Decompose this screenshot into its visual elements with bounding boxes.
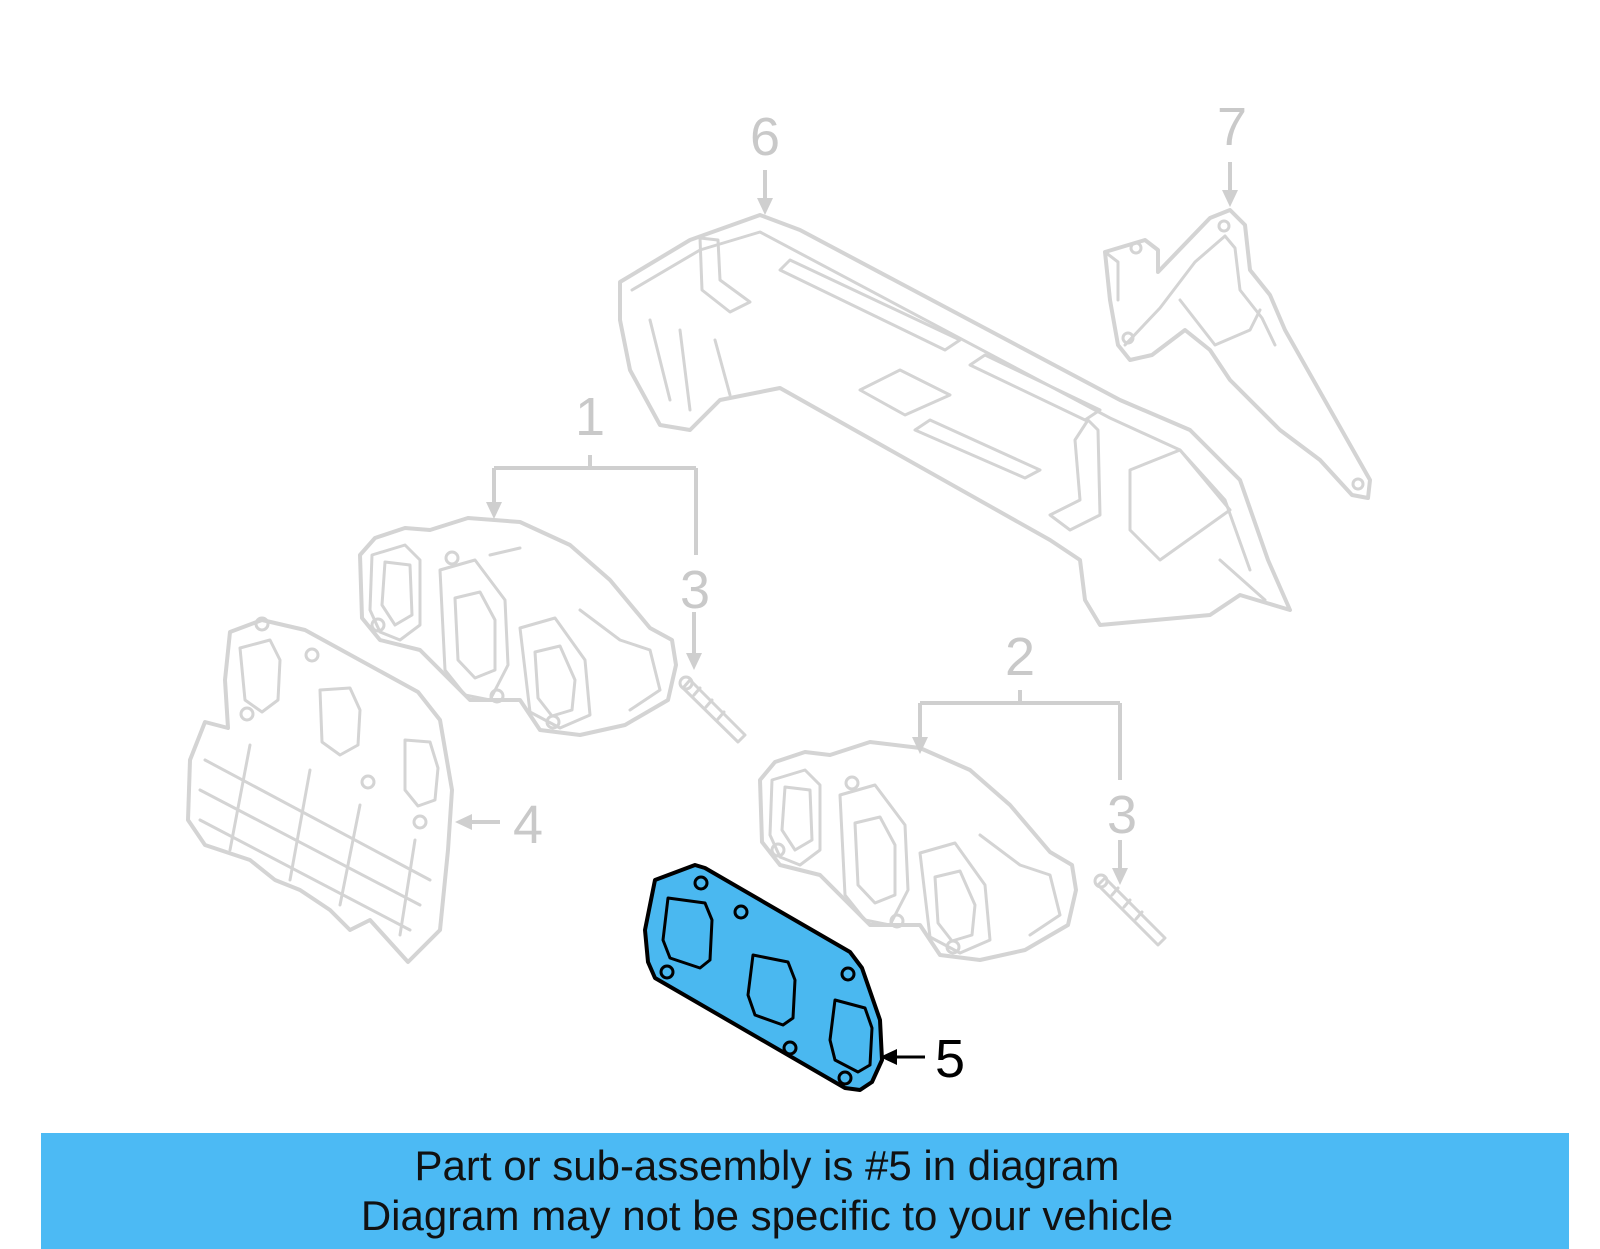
- banner-vehicle-disclaimer: Diagram may not be specific to your vehi…: [360, 1192, 1174, 1239]
- info-banner: Part or sub-assembly is #5 in diagram Di…: [41, 1133, 1569, 1249]
- part-3-stud-lower: [1093, 873, 1167, 947]
- callout-5: 5: [935, 1029, 965, 1089]
- callout-3-upper: 3: [680, 560, 710, 620]
- part-2-exhaust-manifold: [758, 740, 1078, 962]
- callout-3-lower: 3: [1107, 785, 1137, 845]
- part-6-heat-shield: [618, 213, 1292, 627]
- callout-labels: 6 7 1 3 2 3 4 5: [513, 97, 1247, 1089]
- callout-4: 4: [513, 795, 543, 855]
- callout-6: 6: [750, 107, 780, 167]
- banner-part-notice: Part or sub-assembly is #5 in diagram: [414, 1142, 1120, 1189]
- part-7-bracket: [1103, 208, 1372, 500]
- leader-lines: [455, 162, 1238, 1065]
- part-3-stud-upper: [678, 675, 747, 744]
- callout-2: 2: [1005, 627, 1035, 687]
- part-5-manifold-gasket: [643, 863, 884, 1092]
- callout-1: 1: [575, 387, 605, 447]
- callout-7: 7: [1217, 97, 1247, 157]
- part-1-exhaust-manifold: [358, 516, 678, 737]
- part-4-heat-shield: [186, 616, 454, 964]
